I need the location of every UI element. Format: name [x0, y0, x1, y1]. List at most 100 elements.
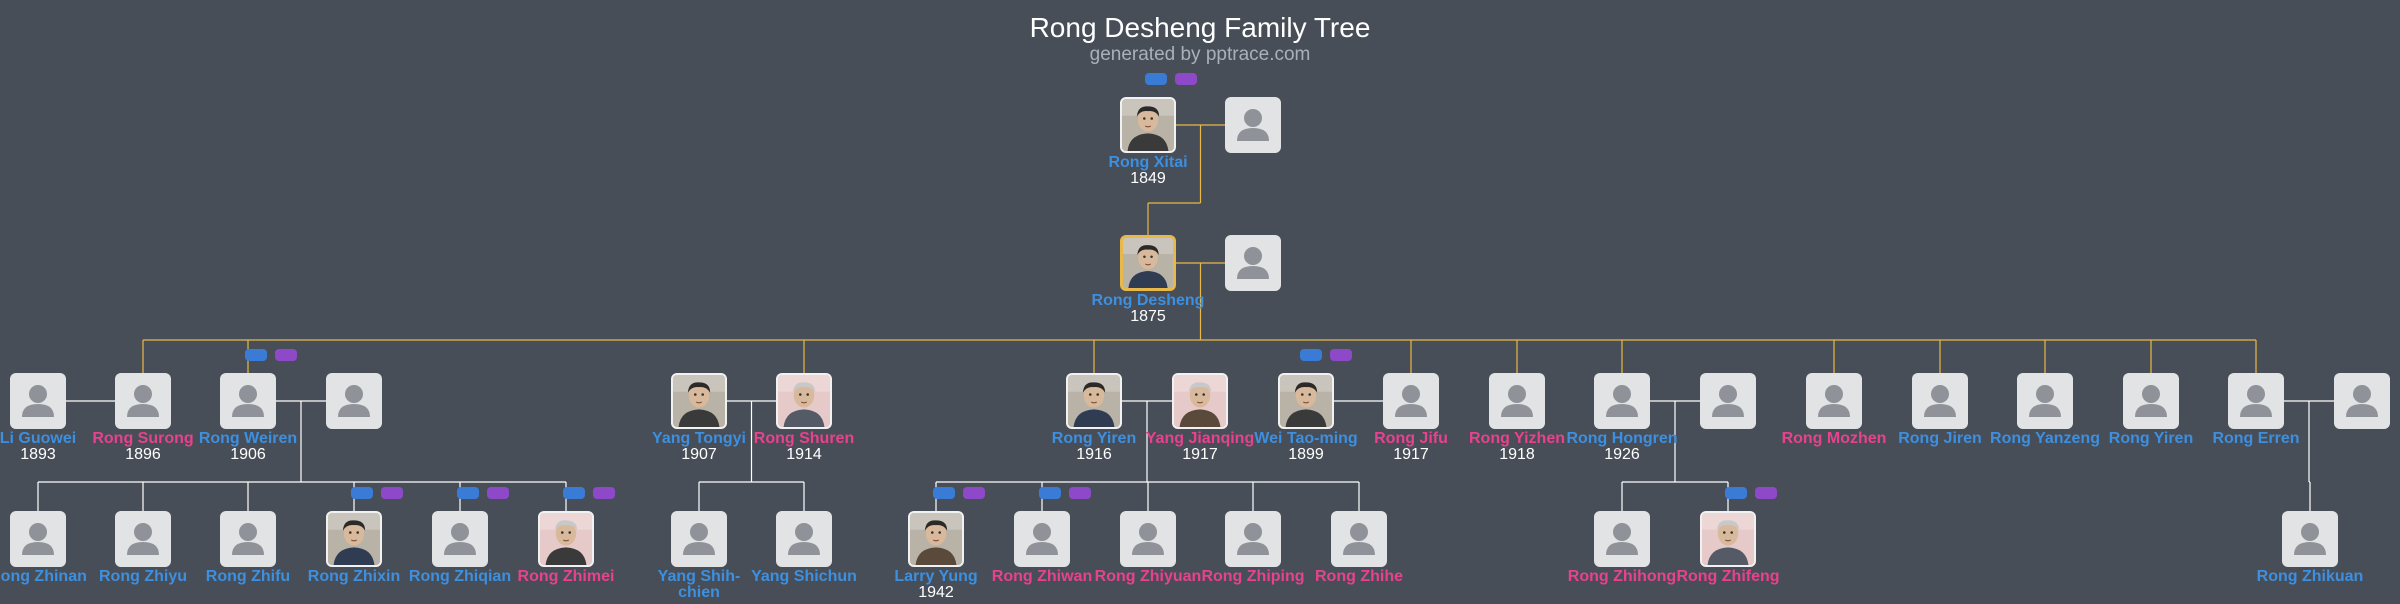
collapse-toggle-icon[interactable]: [381, 487, 403, 499]
spouse-card-placeholder[interactable]: [2334, 373, 2390, 429]
person-card-hongren[interactable]: [1594, 373, 1650, 429]
collapse-toggle-icon[interactable]: [1069, 487, 1091, 499]
person-birth-year: 1899: [1288, 446, 1324, 463]
person-name[interactable]: Rong Weiren: [198, 430, 298, 447]
person-card-shichun[interactable]: [776, 511, 832, 567]
person-name[interactable]: Rong Zhifu: [205, 568, 291, 585]
collapse-toggle-icon[interactable]: [1175, 73, 1197, 85]
person-card-mozhen[interactable]: [1806, 373, 1862, 429]
person-card-erren[interactable]: [2228, 373, 2284, 429]
person-name[interactable]: Rong Xitai: [1108, 154, 1188, 171]
person-card-zhiping[interactable]: [1225, 511, 1281, 567]
person-name[interactable]: Rong Jifu: [1374, 430, 1448, 447]
expand-toggle-icon[interactable]: [351, 487, 373, 499]
person-name[interactable]: Rong Hongren: [1566, 430, 1678, 447]
person-name[interactable]: Rong Zhiqian: [408, 568, 512, 585]
person-card-zhimei[interactable]: [538, 511, 594, 567]
person-name[interactable]: Li Guowei: [0, 430, 77, 447]
person-card-yanzeng[interactable]: [2017, 373, 2073, 429]
person-card-larry[interactable]: [908, 511, 964, 567]
person-name[interactable]: Yang Tongyi: [652, 430, 746, 447]
person-name[interactable]: Rong Yiren: [1051, 430, 1137, 447]
person-name[interactable]: Rong Yiren: [2108, 430, 2194, 447]
person-card-zhiyu[interactable]: [115, 511, 171, 567]
spouse-card-placeholder[interactable]: [1225, 97, 1281, 153]
person-card-jifu[interactable]: [1383, 373, 1439, 429]
spouse-card-placeholder[interactable]: [326, 373, 382, 429]
person-card-zhinan[interactable]: [10, 511, 66, 567]
person-card-jianqing[interactable]: [1172, 373, 1228, 429]
person-name[interactable]: Rong Mozhen: [1781, 430, 1887, 447]
person-name[interactable]: Rong Zhiping: [1201, 568, 1305, 585]
collapse-toggle-icon[interactable]: [1755, 487, 1777, 499]
person-name[interactable]: Rong Zhinan: [0, 568, 87, 585]
page-subtitle: generated by pptrace.com: [1089, 44, 1311, 65]
person-card-tongyi[interactable]: [671, 373, 727, 429]
expand-toggle-icon[interactable]: [1725, 487, 1747, 499]
person-name[interactable]: Rong Zhiwan: [991, 568, 1093, 585]
expand-toggle-icon[interactable]: [245, 349, 267, 361]
person-name[interactable]: Rong Zhimei: [517, 568, 615, 585]
person-name[interactable]: Rong Jiren: [1898, 430, 1982, 447]
person-name[interactable]: Wei Tao-ming: [1254, 430, 1358, 447]
person-name[interactable]: Rong Shuren: [753, 430, 855, 447]
person-name[interactable]: Rong Zhiyu: [99, 568, 187, 585]
person-card-surong[interactable]: [115, 373, 171, 429]
person-birth-year: 1926: [1604, 446, 1640, 463]
collapse-toggle-icon[interactable]: [275, 349, 297, 361]
person-birth-year: 1875: [1130, 308, 1166, 325]
collapse-toggle-icon[interactable]: [963, 487, 985, 499]
person-card-zhifeng[interactable]: [1700, 511, 1756, 567]
person-card-weiren[interactable]: [220, 373, 276, 429]
person-birth-year: 1907: [681, 446, 717, 463]
person-name[interactable]: Yang Shichun: [751, 568, 857, 585]
expand-toggle-icon[interactable]: [933, 487, 955, 499]
person-card-xitai[interactable]: [1120, 97, 1176, 153]
person-card-liguowei[interactable]: [10, 373, 66, 429]
person-birth-year: 1893: [20, 446, 56, 463]
person-card-zhifu[interactable]: [220, 511, 276, 567]
spouse-card-placeholder[interactable]: [1700, 373, 1756, 429]
expand-toggle-icon[interactable]: [1039, 487, 1061, 499]
person-card-taoming[interactable]: [1278, 373, 1334, 429]
person-card-zhihe[interactable]: [1331, 511, 1387, 567]
person-card-desheng[interactable]: [1120, 235, 1176, 291]
person-card-zhihong[interactable]: [1594, 511, 1650, 567]
person-card-zhikuan[interactable]: [2282, 511, 2338, 567]
person-card-yiren[interactable]: [1066, 373, 1122, 429]
person-name[interactable]: Rong Zhiyuan: [1094, 568, 1202, 585]
spouse-card-placeholder[interactable]: [1225, 235, 1281, 291]
person-name[interactable]: Larry Yung: [894, 568, 978, 585]
expand-toggle-icon[interactable]: [1300, 349, 1322, 361]
person-name[interactable]: Rong Zhikuan: [2256, 568, 2364, 585]
person-name[interactable]: Rong Desheng: [1091, 292, 1205, 309]
person-name[interactable]: Rong Zhifeng: [1676, 568, 1780, 585]
person-name[interactable]: Rong Zhixin: [307, 568, 401, 585]
person-card-jiren[interactable]: [1912, 373, 1968, 429]
person-name[interactable]: Rong Yanzeng: [1990, 430, 2100, 447]
person-card-shuren[interactable]: [776, 373, 832, 429]
collapse-toggle-icon[interactable]: [593, 487, 615, 499]
person-name[interactable]: Rong Yizhen: [1469, 430, 1565, 447]
collapse-toggle-icon[interactable]: [1330, 349, 1352, 361]
person-name[interactable]: Rong Zhihe: [1315, 568, 1403, 585]
person-card-zhixin[interactable]: [326, 511, 382, 567]
expand-toggle-icon[interactable]: [1145, 73, 1167, 85]
person-birth-year: 1916: [1076, 446, 1112, 463]
person-name[interactable]: Rong Surong: [92, 430, 194, 447]
person-card-zhiqian[interactable]: [432, 511, 488, 567]
person-name[interactable]: Rong Erren: [2212, 430, 2300, 447]
person-card-zhiyuan[interactable]: [1120, 511, 1176, 567]
person-card-yizhen[interactable]: [1489, 373, 1545, 429]
person-card-yiren2[interactable]: [2123, 373, 2179, 429]
expand-toggle-icon[interactable]: [563, 487, 585, 499]
collapse-toggle-icon[interactable]: [487, 487, 509, 499]
expand-toggle-icon[interactable]: [457, 487, 479, 499]
person-card-shihchien[interactable]: [671, 511, 727, 567]
person-name[interactable]: Rong Zhihong: [1567, 568, 1677, 585]
person-birth-year: 1914: [786, 446, 822, 463]
person-name[interactable]: Yang Jianqing: [1145, 430, 1255, 447]
person-name[interactable]: Yang Shih-chien: [657, 568, 741, 601]
person-card-zhiwan[interactable]: [1014, 511, 1070, 567]
